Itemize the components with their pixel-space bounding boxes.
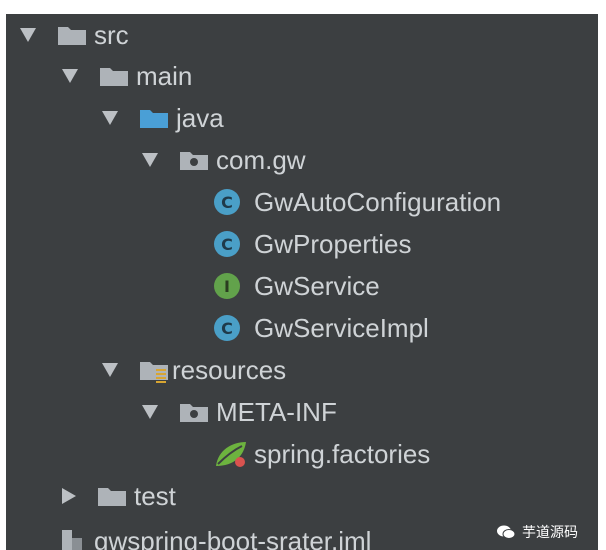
class-icon: C <box>214 231 240 257</box>
tree-node-label: GwAutoConfiguration <box>254 186 502 217</box>
tree-node-meta-inf[interactable]: META-INF <box>142 391 337 433</box>
tree-node-label: com.gw <box>216 144 306 175</box>
tree-node-main[interactable]: main <box>62 55 192 97</box>
tree-node-src[interactable]: src <box>20 14 129 56</box>
tree-node-label: GwServiceImpl <box>254 312 429 343</box>
source-folder-icon <box>140 108 168 128</box>
tree-node-label: main <box>136 60 193 91</box>
tree-node-file[interactable]: spring.factories <box>214 433 430 475</box>
collapse-arrow-icon[interactable] <box>62 488 76 504</box>
interface-icon: I <box>214 273 240 299</box>
spring-leaf-icon <box>214 440 248 468</box>
expand-arrow-icon[interactable] <box>62 69 78 83</box>
wechat-icon <box>496 524 516 540</box>
tree-node-class[interactable]: C GwAutoConfiguration <box>214 181 501 223</box>
tree-node-label: GwProperties <box>254 228 412 259</box>
tree-node-test[interactable]: test <box>60 475 176 517</box>
expand-arrow-icon[interactable] <box>20 28 36 42</box>
tree-node-label: java <box>176 102 224 133</box>
tree-node-label: GwService <box>254 270 380 301</box>
class-icon: C <box>214 315 240 341</box>
tree-node-interface[interactable]: I GwService <box>214 265 380 307</box>
resources-folder-icon <box>140 360 168 383</box>
tree-node-class[interactable]: C GwProperties <box>214 223 412 265</box>
folder-icon <box>98 486 126 506</box>
tree-node-package[interactable]: com.gw <box>142 139 306 181</box>
class-icon: C <box>214 189 240 215</box>
expand-arrow-icon[interactable] <box>142 405 158 419</box>
folder-icon <box>58 25 86 45</box>
expand-arrow-icon[interactable] <box>102 111 118 125</box>
tree-node-label: test <box>134 480 176 511</box>
tree-node-label: gwspring-boot-srater.iml <box>94 525 372 550</box>
tree-node-label: spring.factories <box>254 438 431 469</box>
module-file-icon <box>60 528 84 550</box>
watermark-text: 芋道源码 <box>522 525 578 541</box>
folder-icon <box>100 66 128 86</box>
tree-node-label: src <box>94 19 129 50</box>
expand-arrow-icon[interactable] <box>102 363 118 377</box>
tree-node-iml-file[interactable]: gwspring-boot-srater.iml <box>60 520 371 550</box>
tree-node-label: META-INF <box>216 396 337 427</box>
tree-node-java[interactable]: java <box>102 97 224 139</box>
watermark: 芋道源码 <box>496 522 578 542</box>
tree-node-resources[interactable]: resources <box>102 349 286 391</box>
tree-node-label: resources <box>172 354 287 385</box>
project-tree-panel: src main java com.gw C GwAutoConfigurati… <box>6 14 598 550</box>
expand-arrow-icon[interactable] <box>142 153 158 167</box>
package-icon <box>180 402 208 422</box>
tree-node-class[interactable]: C GwServiceImpl <box>214 307 429 349</box>
package-icon <box>180 150 208 170</box>
